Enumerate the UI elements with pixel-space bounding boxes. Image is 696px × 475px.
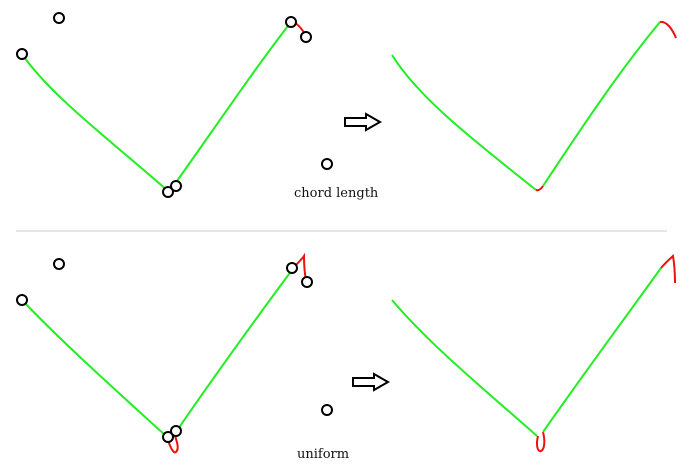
control-point-circle-icon[interactable]: [170, 425, 182, 437]
green-curve-segment-right: [542, 267, 662, 433]
chord-length-panel: [16, 12, 677, 198]
green-curve-segment-left: [391, 299, 538, 437]
control-point-circle-icon[interactable]: [162, 431, 174, 443]
control-point-circle-icon[interactable]: [53, 258, 65, 270]
control-point-circle-icon[interactable]: [321, 158, 333, 170]
control-point-circle-icon[interactable]: [16, 48, 28, 60]
chord-length-result-curve: [391, 20, 677, 192]
control-point-circle-icon[interactable]: [162, 186, 174, 198]
control-point-circle-icon[interactable]: [285, 16, 297, 28]
caption-chord-length: chord length: [294, 186, 379, 201]
control-point-circle-icon[interactable]: [170, 180, 182, 192]
uniform-input-curve: [16, 252, 333, 454]
red-overshoot-segment: [660, 253, 676, 284]
control-point-circle-icon[interactable]: [16, 294, 28, 306]
red-overshoot-segment: [659, 20, 677, 39]
uniform-panel: [16, 252, 676, 454]
green-curve-segment-left: [21, 53, 169, 192]
right-arrow-icon: [344, 112, 383, 132]
chord-length-input-curve: [16, 12, 333, 198]
red-corner-segment: [535, 185, 544, 192]
uniform-result-curve: [391, 253, 676, 453]
right-arrow-icon: [352, 372, 391, 392]
red-loop-segment: [166, 431, 179, 454]
control-point-circle-icon[interactable]: [286, 262, 298, 274]
green-curve-segment-right: [542, 21, 661, 187]
control-point-circle-icon[interactable]: [300, 31, 312, 43]
control-point-circle-icon[interactable]: [321, 404, 333, 416]
red-loop-segment: [536, 431, 546, 453]
control-point-circle-icon[interactable]: [301, 276, 313, 288]
caption-uniform: uniform: [297, 447, 350, 462]
control-point-circle-icon[interactable]: [53, 12, 65, 24]
green-curve-segment-left: [391, 54, 537, 191]
green-curve-segment-left: [21, 299, 167, 437]
green-curve-segment-right: [171, 21, 292, 189]
green-curve-segment-right: [175, 269, 293, 433]
